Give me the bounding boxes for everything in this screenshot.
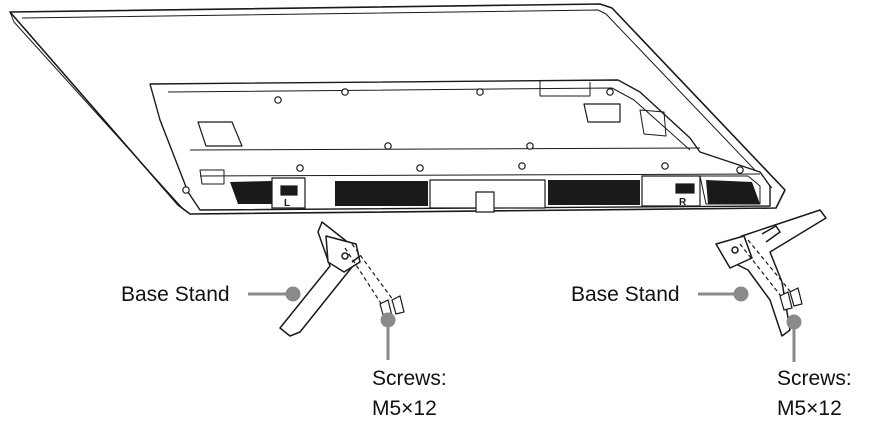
vent-grilles: [230, 180, 760, 206]
base-stand-left-label: Base Stand: [121, 283, 230, 306]
stand-slot-left: [271, 177, 306, 209]
callout-screws-right: [786, 314, 802, 362]
base-stand-right: [715, 209, 827, 337]
slot-left-label: L: [284, 198, 290, 209]
screws-right: [739, 239, 803, 311]
base-stand-right-label: Base Stand: [571, 283, 680, 306]
screws-right-title: Screws:: [777, 367, 852, 390]
slot-right-label: R: [679, 197, 687, 208]
screws-right-size: M5×12: [777, 397, 842, 420]
stand-slot-right: [641, 175, 701, 207]
screws-left-title: Screws:: [372, 367, 447, 390]
callout-screws-left: [380, 312, 396, 360]
screws-left-size: M5×12: [372, 397, 437, 420]
mounting-holes: [182, 88, 744, 194]
base-stand-left: [279, 221, 361, 337]
callout-base-stand-left: [248, 286, 301, 302]
callout-base-stand-right: [698, 286, 749, 302]
